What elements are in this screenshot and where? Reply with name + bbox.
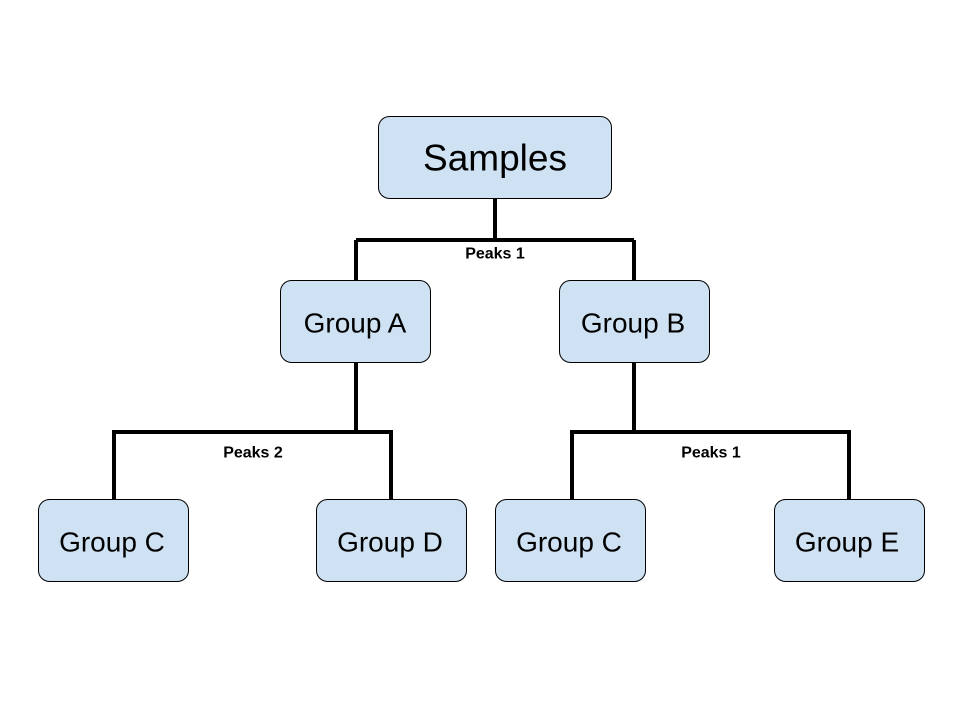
split-label-root: Peaks 1 <box>465 246 525 263</box>
node-group-d: Group D <box>316 499 467 582</box>
node-group-c-right-label: Group C <box>516 527 622 558</box>
split-label-group-a: Peaks 2 <box>223 445 283 462</box>
node-group-e-label: Group E <box>795 527 899 558</box>
split-label-group-b: Peaks 1 <box>681 445 741 462</box>
connector-group-a-split <box>112 362 393 500</box>
node-group-e: Group E <box>774 499 925 582</box>
node-group-a-label: Group A <box>304 308 407 339</box>
node-group-c-right: Group C <box>495 499 646 582</box>
node-group-d-label: Group D <box>337 527 443 558</box>
node-samples: Samples <box>378 116 612 199</box>
node-group-a: Group A <box>280 280 431 363</box>
node-group-c-left-label: Group C <box>59 527 165 558</box>
node-samples-label: Samples <box>423 138 567 179</box>
connector-root-split <box>354 198 636 282</box>
node-group-c-left: Group C <box>38 499 189 582</box>
node-group-b: Group B <box>559 280 710 363</box>
connector-group-b-split <box>570 362 851 500</box>
node-group-b-label: Group B <box>581 308 685 339</box>
